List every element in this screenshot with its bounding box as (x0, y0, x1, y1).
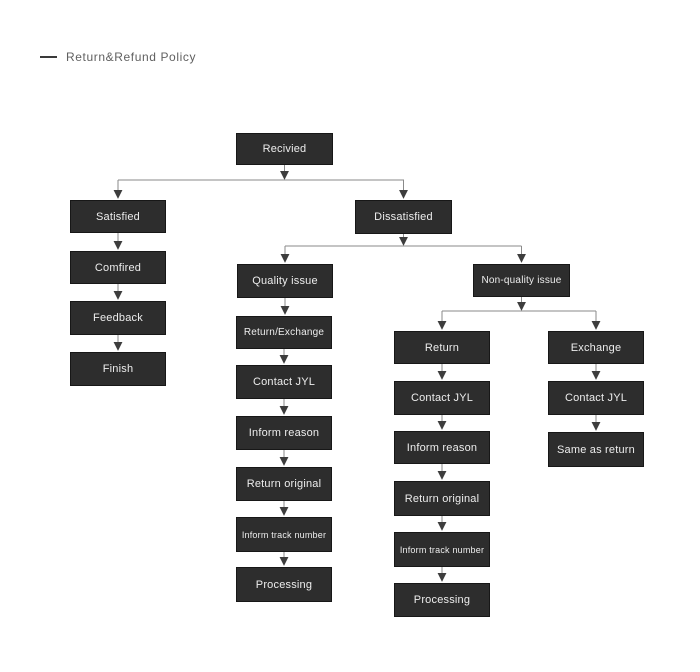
node-feedback: Feedback (70, 301, 166, 335)
node-quality-processing: Processing (236, 567, 332, 602)
node-return-inform-track-number: Inform track number (394, 532, 490, 567)
node-comfired: Comfired (70, 251, 166, 284)
node-quality-contact-jyl: Contact JYL (236, 365, 332, 399)
node-nonquality-issue: Non-quality issue (473, 264, 570, 297)
page-title: Return&Refund Policy (66, 50, 197, 64)
node-return-contact-jyl: Contact JYL (394, 381, 490, 415)
node-return-inform-reason: Inform reason (394, 431, 490, 464)
node-return-return-original: Return original (394, 481, 490, 516)
node-return: Return (394, 331, 490, 364)
node-return-exchange: Return/Exchange (236, 316, 332, 349)
node-finish: Finish (70, 352, 166, 386)
node-quality-inform-reason: Inform reason (236, 416, 332, 450)
node-satisfied: Satisfied (70, 200, 166, 233)
dash-icon (40, 56, 57, 58)
title-row: Return&Refund Policy (40, 50, 196, 64)
node-exchange-same-as-return: Same as return (548, 432, 644, 467)
node-return-processing: Processing (394, 583, 490, 617)
node-dissatisfied: Dissatisfied (355, 200, 452, 234)
node-exchange: Exchange (548, 331, 644, 364)
node-quality-return-original: Return original (236, 467, 332, 501)
node-exchange-contact-jyl: Contact JYL (548, 381, 644, 415)
node-quality-issue: Quality issue (237, 264, 333, 298)
node-received: Recivied (236, 133, 333, 165)
node-quality-inform-track-number: Inform track number (236, 517, 332, 552)
